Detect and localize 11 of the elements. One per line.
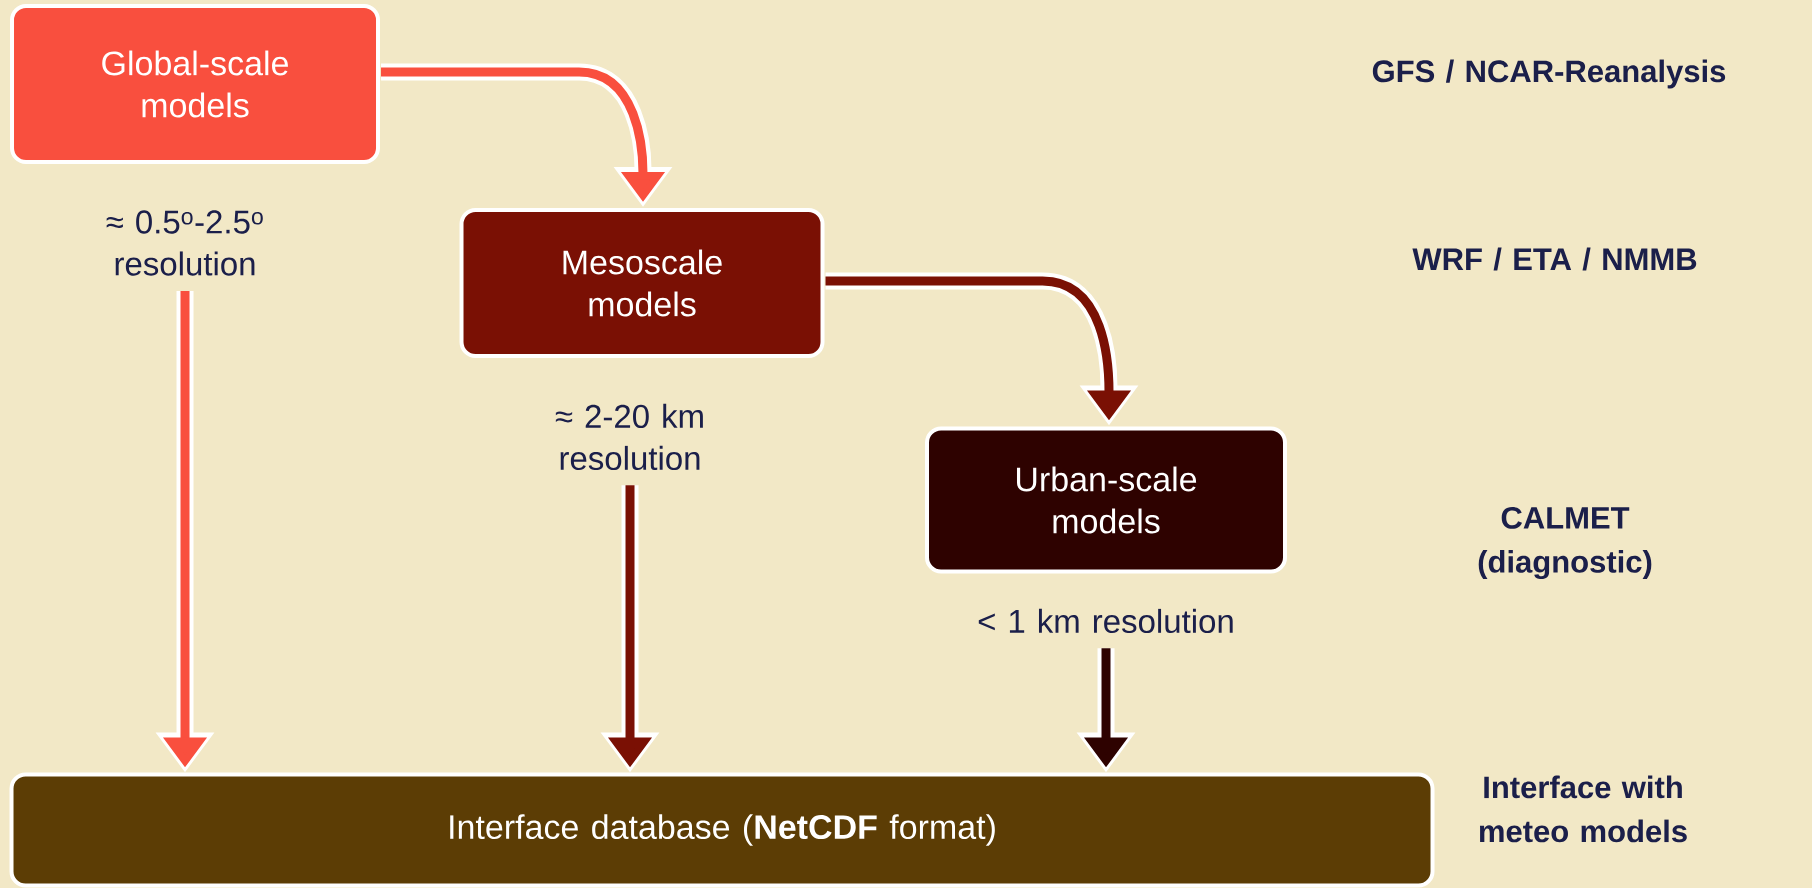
model-box: Mesoscale models — [459, 208, 825, 358]
resolution-text: ≈ 0.5$^{o}$-2.5$^{o}$ resolution — [106, 210, 263, 276]
model-names-text: WRF / ETA / NMMB — [1412, 247, 1697, 271]
model-names-text: GFS / NCAR-Reanalysis — [1372, 59, 1726, 89]
model-names-text: Interface with meteo models — [1479, 775, 1687, 843]
resolution-text: < 1 km resolution — [978, 608, 1233, 634]
resolution-text: ≈ 2-20 km resolution — [555, 403, 703, 471]
model-box: Urban-scale models — [925, 426, 1287, 574]
model-box: Global-scale models — [10, 4, 380, 164]
model-names-text: CALMET (diagnostic) — [1478, 506, 1652, 580]
model-box: Interface database (NetCDF format) — [9, 772, 1435, 888]
